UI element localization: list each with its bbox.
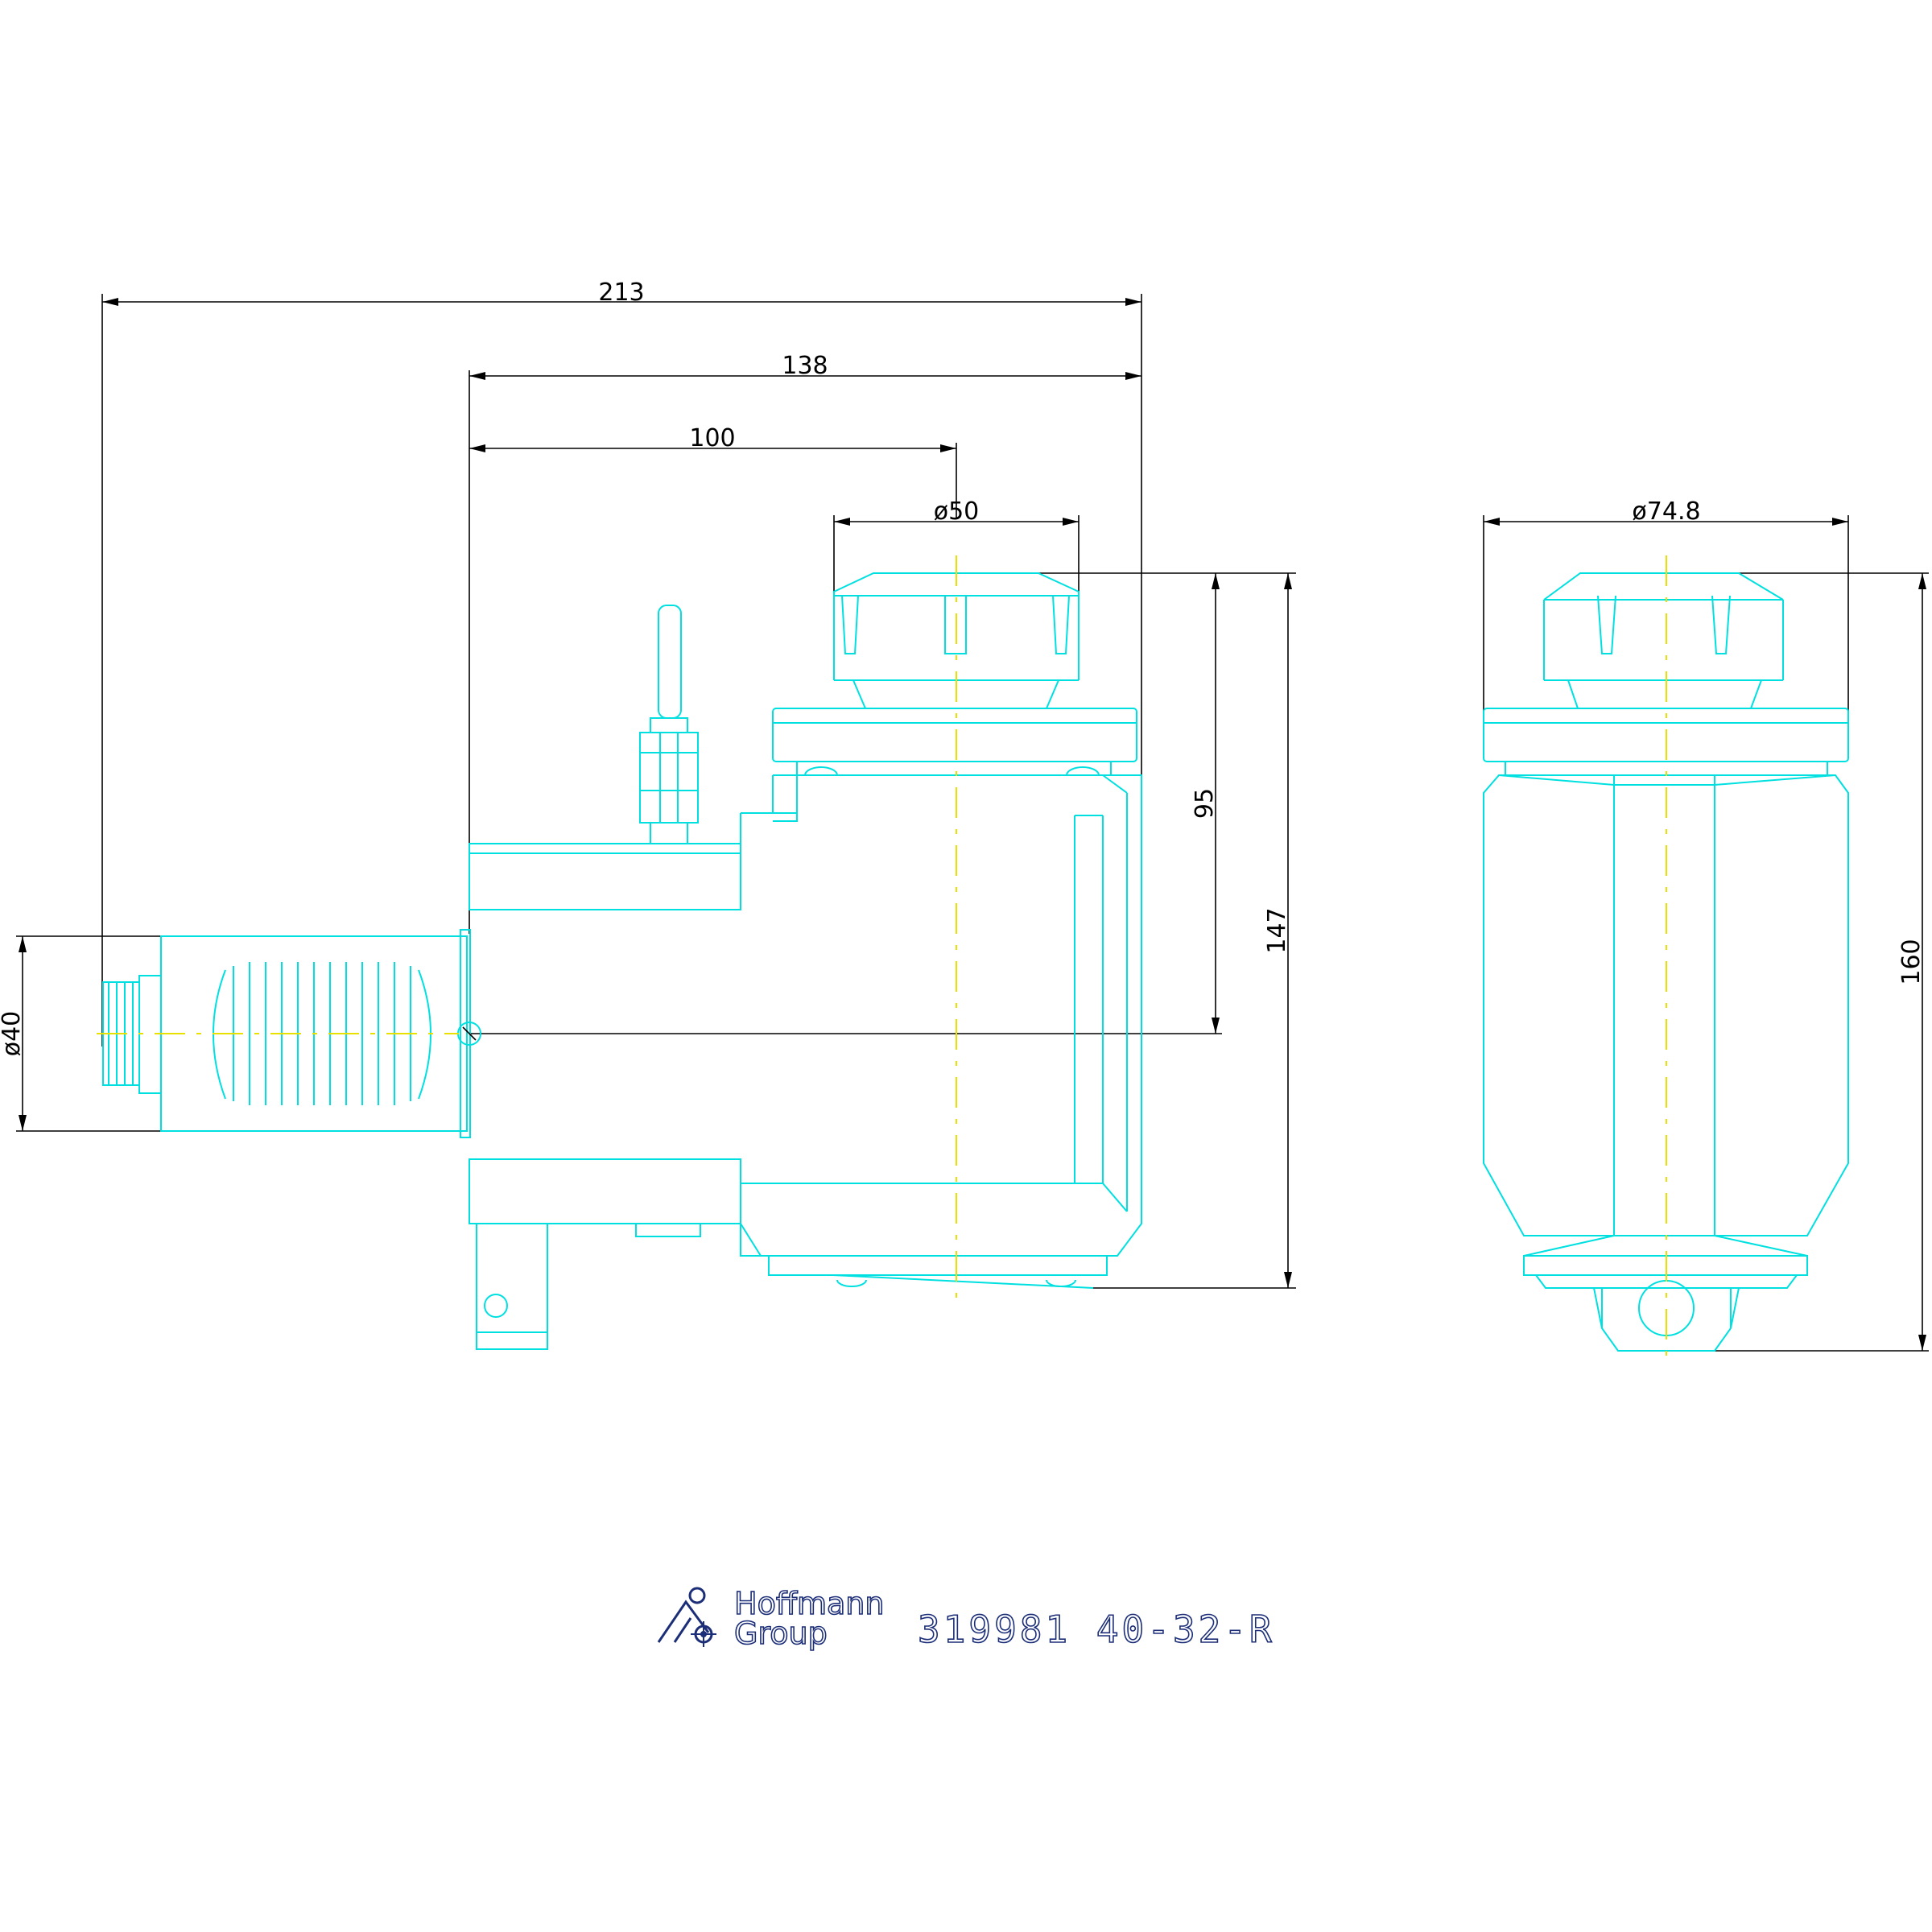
- dim-147: 147: [1263, 907, 1291, 953]
- dim-95: 95: [1191, 788, 1219, 819]
- side-view: [97, 555, 1142, 1350]
- dimension-lines: 213 138 100 ø50 ø40 95: [0, 279, 1929, 1352]
- coolant-connector: [639, 605, 699, 844]
- front-view: [1483, 555, 1849, 1360]
- dim-100: 100: [689, 424, 735, 452]
- brand-line2: Group: [734, 1616, 828, 1651]
- top-flange: [772, 708, 1137, 776]
- dim-d50: ø50: [934, 497, 980, 526]
- dim-213: 213: [598, 279, 644, 307]
- title-block: Hoffmann Group 319981 40-32-R: [657, 1585, 1275, 1652]
- dim-160: 160: [1897, 939, 1926, 985]
- dim-d40: ø40: [0, 1011, 26, 1057]
- hoffmann-logo: [657, 1587, 716, 1647]
- part-code: 319981 40-32-R: [918, 1608, 1275, 1651]
- dim-d74-8: ø74.8: [1632, 497, 1700, 526]
- housing: [469, 774, 1142, 1350]
- dim-138: 138: [782, 352, 828, 380]
- brand-line1: Hoffmann: [734, 1586, 884, 1621]
